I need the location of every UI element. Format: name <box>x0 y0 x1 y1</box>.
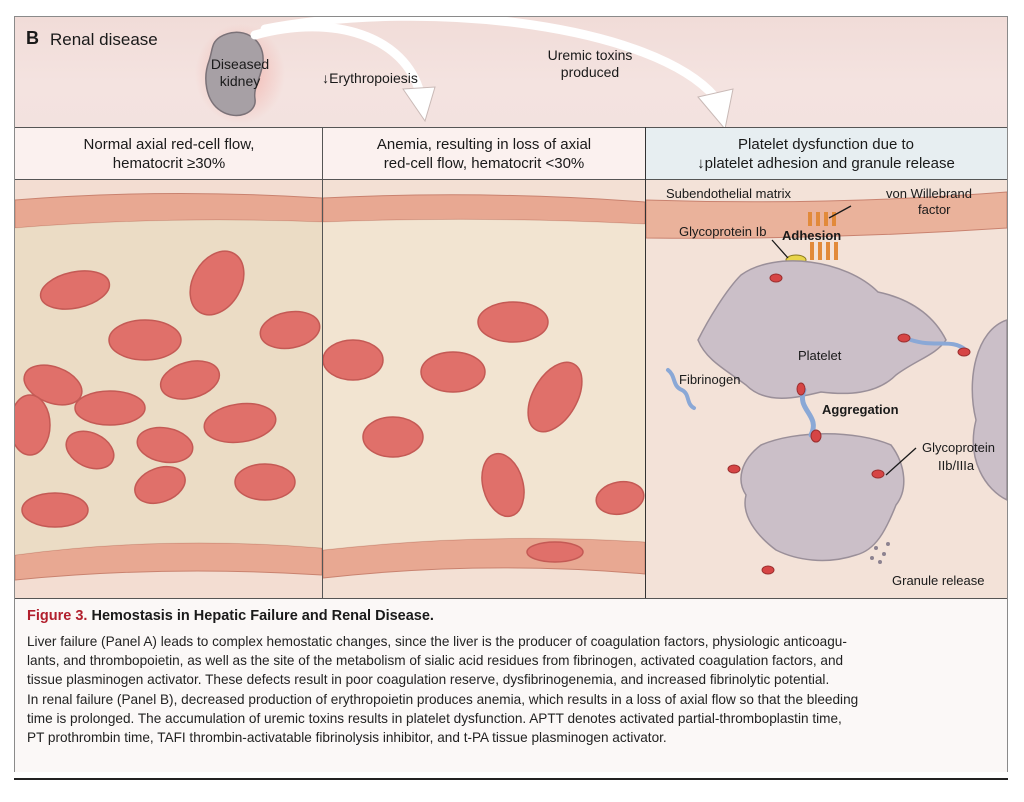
column-divider-2 <box>645 127 646 598</box>
column-header-anemia: Anemia, resulting in loss of axial red-c… <box>323 127 645 180</box>
panel-top-band <box>15 17 1007 127</box>
kidney-arrows-illustration <box>195 17 734 131</box>
bottom-rule <box>14 778 1008 780</box>
granule-release-label: Granule release <box>892 573 985 588</box>
caption-line: tissue plasminogen activator. These defe… <box>27 672 830 688</box>
caption-line: time is prolonged. The accumulation of u… <box>27 710 842 726</box>
toxins-arrowhead <box>697 88 734 131</box>
panel-title: Renal disease <box>50 30 158 49</box>
toxins-label-line1: Uremic toxins <box>547 47 633 63</box>
aggregation-label: Aggregation <box>822 402 899 417</box>
fibrinogen-aggregation-bridge <box>799 387 816 438</box>
caption-box <box>15 598 1007 772</box>
column-header-normal: Normal axial red-cell flow, hematocrit ≥… <box>15 127 323 180</box>
glycoprotein-iib-label-line2: IIb/IIIa <box>938 458 975 473</box>
granule-dots <box>870 542 890 564</box>
caption-line: Liver failure (Panel A) leads to complex… <box>27 634 847 649</box>
red-cells-anemia <box>323 301 645 563</box>
kidney-icon <box>205 31 264 117</box>
receptor-markers <box>727 273 971 575</box>
glycoprotein-iib-label-line1: Glycoprotein <box>922 440 995 455</box>
vwf-label-line1: von Willebrand <box>886 186 972 201</box>
platelet-upper <box>697 260 947 399</box>
caption-line: PT prothrombin time, TAFI thrombin-activ… <box>27 730 667 746</box>
platelet-right-edge <box>971 319 1007 501</box>
caption-body: Liver failure (Panel A) leads to complex… <box>27 632 1002 747</box>
anemia-flow-illustration <box>323 180 645 598</box>
fibrinogen-free-icon <box>666 368 696 410</box>
platelet-dysfunction-illustration: Subendothelial matrix von Willebrand fac… <box>646 180 1007 598</box>
toxins-arrow <box>260 17 720 102</box>
adhesion-label: Adhesion <box>782 228 841 243</box>
platelet-label: Platelet <box>798 348 842 363</box>
figure-title: Hemostasis in Hepatic Failure and Renal … <box>91 608 434 624</box>
normal-flow-illustration <box>15 180 322 598</box>
figure-number: Figure 3. <box>27 608 88 624</box>
erythropoiesis-arrowhead <box>402 86 436 123</box>
label-leader-lines <box>771 205 917 476</box>
vwf-icon <box>808 212 838 260</box>
fibrinogen-bridge-right <box>909 338 968 352</box>
subendothelial-label: Subendothelial matrix <box>666 186 792 201</box>
erythropoiesis-label: ↓Erythropoiesis <box>322 70 418 86</box>
kidney-label-line2: kidney <box>219 73 261 89</box>
panel-letter: B <box>26 28 39 48</box>
vwf-label-line2: factor <box>918 202 951 217</box>
fibrinogen-label: Fibrinogen <box>679 372 740 387</box>
platelet-lower <box>740 433 905 562</box>
toxins-label-line2: produced <box>560 64 620 80</box>
caption-line: lants, and thrombopoietin, as well as th… <box>27 653 844 669</box>
column-header-platelet: Platelet dysfunction due to ↓platelet ad… <box>645 127 1007 180</box>
caption-line: In renal failure (Panel B), decreased pr… <box>27 691 859 707</box>
caption-title: Figure 3. Hemostasis in Hepatic Failure … <box>27 608 434 624</box>
red-cells-normal <box>15 250 321 528</box>
glycoprotein-ib-label: Glycoprotein Ib <box>679 224 766 239</box>
kidney-label-line1: Diseased <box>210 56 270 72</box>
